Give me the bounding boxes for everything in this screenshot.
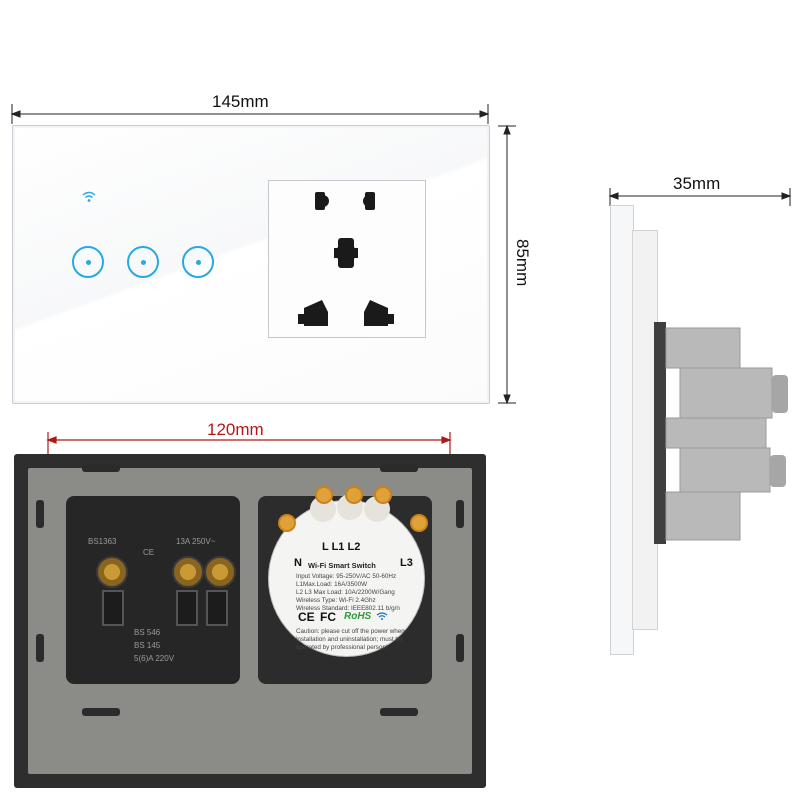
touch-button-3[interactable] xyxy=(182,246,214,278)
terminal-brass xyxy=(278,514,296,532)
frame-slot xyxy=(456,634,464,662)
frame-slot xyxy=(82,708,120,716)
rating-label-b: 5(6)A 220V xyxy=(134,654,175,663)
terminal-screw xyxy=(204,556,236,588)
ce-mark: CE xyxy=(298,610,315,624)
frame-slot xyxy=(456,500,464,528)
touch-button-1[interactable] xyxy=(72,246,104,278)
module-spec-line: Wireless Standard: IEEE802.11 b/g/n xyxy=(296,605,400,612)
module-caution-line: operated by professional person! xyxy=(296,644,388,651)
side-glass-profile xyxy=(610,205,634,655)
frame-slot xyxy=(36,500,44,528)
module-spec-line: L2 L3 Max Load: 10A/2200W/Gang xyxy=(296,589,395,596)
terminal-bracket xyxy=(102,590,124,626)
side-back-plate xyxy=(654,322,666,544)
terminal-screw xyxy=(172,556,204,588)
mounting-dimension-label: 120mm xyxy=(207,420,264,439)
frame-slot xyxy=(36,634,44,662)
module-title: Wi-Fi Smart Switch xyxy=(308,561,376,570)
terminal-brass xyxy=(374,486,392,504)
ce-label: CE xyxy=(143,548,155,557)
module-spec-line: L1Max.Load: 16A/3500W xyxy=(296,581,368,588)
terminal-screw xyxy=(96,556,128,588)
module-terminal-n: N xyxy=(294,557,302,569)
module-spec-line: Wireless Type: Wi-Fi 2.4Ghz xyxy=(296,597,376,604)
terminal-bracket xyxy=(176,590,198,626)
module-spec-line: Input Voltage: 95-250V/AC 50-60Hz xyxy=(296,573,397,580)
rohs-mark: RoHS xyxy=(344,611,372,622)
depth-dimension-label: 35mm xyxy=(673,174,721,193)
side-frame-profile xyxy=(632,230,658,630)
frame-slot xyxy=(380,708,418,716)
terminal-brass xyxy=(410,514,428,532)
module-terminal-l3: L3 xyxy=(400,557,413,569)
bs-label-a: BS 546 xyxy=(134,628,161,637)
wifi-icon xyxy=(82,191,96,202)
module-caution-line: installation and uninstallation; must be xyxy=(296,636,403,643)
side-housing xyxy=(665,327,788,541)
height-dimension-label: 85mm xyxy=(513,239,532,287)
bs-label-b: BS 145 xyxy=(134,641,161,650)
module-caution-line: Caution: please cut off the power when xyxy=(296,628,405,635)
terminal-brass xyxy=(315,486,333,504)
terminal-bracket xyxy=(206,590,228,626)
touch-button-2[interactable] xyxy=(127,246,159,278)
width-dimension-label: 145mm xyxy=(212,92,269,111)
socket-holes xyxy=(298,192,394,326)
fc-mark: FC xyxy=(320,610,336,624)
bs1363-label: BS1363 xyxy=(88,537,117,546)
terminal-brass xyxy=(345,486,363,504)
frame-slot xyxy=(82,464,120,472)
module-terminals-top: L L1 L2 xyxy=(322,541,361,553)
frame-slot xyxy=(380,464,418,472)
rating-label: 13A 250V~ xyxy=(176,537,216,546)
module-wifi-icon xyxy=(376,612,388,620)
